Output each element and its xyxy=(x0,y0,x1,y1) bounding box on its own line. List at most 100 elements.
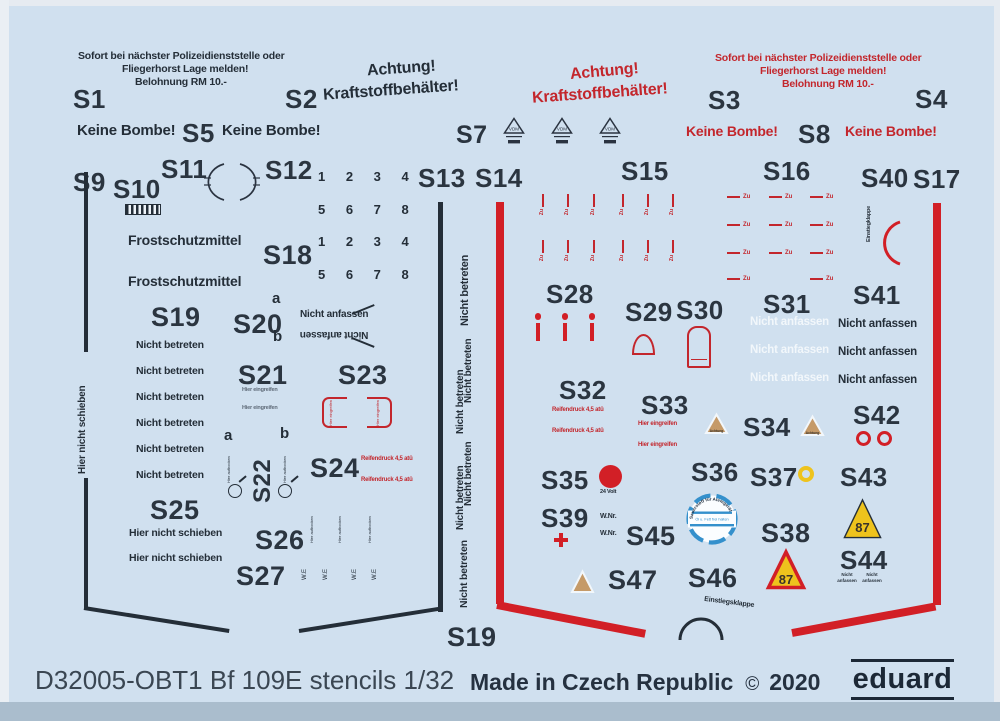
s26-hier-aufbocken-3: Hier aufbocken xyxy=(367,516,372,543)
s27-we-1: W.E xyxy=(302,568,308,580)
s39-red-cross xyxy=(554,533,568,547)
label-s15: S15 xyxy=(621,156,669,186)
s10-stripe-plate xyxy=(125,204,161,215)
zu-label: Zu xyxy=(826,250,834,256)
vdm-logo-icon-1-text: VDM xyxy=(509,127,519,132)
s24-reifendruck-2: Reifendruck 4,5 atü xyxy=(361,477,413,483)
vdm-logo-icon-3: VDM xyxy=(599,117,621,145)
label-s47: S47 xyxy=(608,565,658,595)
label-s35: S35 xyxy=(541,465,589,495)
eduard-logo: eduard xyxy=(851,659,954,701)
product-code: D32005-OBT1 Bf 109E stencils 1/32 xyxy=(35,665,455,695)
s41-nicht-anfassen-2: Nicht anfassen xyxy=(838,346,918,358)
s2-kraftstoff: Kraftstoffbehälter! xyxy=(322,77,460,104)
label-s32: S32 xyxy=(559,375,607,405)
label-s21: S21 xyxy=(238,360,288,390)
zu-label: Zu xyxy=(619,255,625,262)
nicht-betreten-2: Nicht betreten xyxy=(136,365,204,377)
label-s17: S17 xyxy=(913,164,961,194)
s40-hatch-arc xyxy=(871,219,903,267)
s15-zu-3: Zu xyxy=(590,194,597,215)
vdm-logo-icon-2-text: VDM xyxy=(557,127,567,132)
s15-zu-2: Zu xyxy=(564,194,571,215)
label-s41: S41 xyxy=(853,280,901,310)
s15-zu-8: Zu xyxy=(564,240,571,261)
zu-label: Zu xyxy=(743,250,751,256)
label-s26: S26 xyxy=(255,525,305,555)
label-s16: S16 xyxy=(763,156,811,186)
s31-nicht-anfassen-1: Nicht anfassen xyxy=(750,316,830,328)
label-s38: S38 xyxy=(761,518,811,548)
s16-zu-9: Zu xyxy=(810,250,833,257)
label-s4: S4 xyxy=(915,84,948,114)
s17-line xyxy=(933,203,941,605)
s35-red-disc xyxy=(599,465,622,488)
label-s8: S8 xyxy=(798,119,831,149)
zu-label: Zu xyxy=(743,194,751,200)
s16-zu-5: Zu xyxy=(769,222,792,229)
s36-oxygen-emblem-text2: Öl u. Fett frei halten xyxy=(695,518,728,522)
s23-text-2: Hier eingreifen xyxy=(375,399,380,426)
s8-keine-bombe-2: Keine Bombe! xyxy=(845,123,937,139)
s22-text-b: Hier aufbocken xyxy=(282,456,287,483)
zu-label: Zu xyxy=(669,209,675,216)
zu-label: Zu xyxy=(619,209,625,216)
s22-a: a xyxy=(224,427,233,444)
label-s22: S22 xyxy=(249,458,276,503)
label-s29: S29 xyxy=(625,297,673,327)
s5-keine-bombe-1: Keine Bombe! xyxy=(77,122,176,139)
label-s42: S42 xyxy=(853,400,901,430)
s43-octane-triangle-text: 87 xyxy=(855,520,869,535)
label-s34: S34 xyxy=(743,412,791,442)
s26-hier-aufbocken-2: Hier aufbocken xyxy=(337,516,342,543)
s4-text-3: Belohnung RM 10.- xyxy=(782,78,874,90)
zu-label: Zu xyxy=(743,276,751,282)
s20-nicht-anfassen-1: Nicht anfassen xyxy=(300,309,369,320)
nicht-betreten-6: Nicht betreten xyxy=(136,469,204,481)
s22-tick-a xyxy=(238,475,247,483)
s4-text-1: Sofort bei nächster Polizeidienststelle … xyxy=(715,52,922,64)
label-s19: S19 xyxy=(151,302,201,332)
s22-text-a: Hier aufbocken xyxy=(226,456,231,483)
nicht-betreten-4: Nicht betreten xyxy=(136,417,204,429)
zu-label: Zu xyxy=(590,255,596,262)
s14-line xyxy=(496,202,504,604)
s4-text-2: Fliegerhorst Lage melden! xyxy=(760,65,887,77)
s43-octane-triangle: 87 xyxy=(842,498,883,540)
einstiegsklappe-text: Einstiegsklappe xyxy=(703,595,755,610)
label-s13: S13 xyxy=(418,163,466,193)
label-s1: S1 xyxy=(73,84,106,114)
label-s18: S18 xyxy=(263,240,313,270)
zu-label: Zu xyxy=(826,276,834,282)
s16-zu-2: Zu xyxy=(769,194,792,201)
label-s12: S12 xyxy=(265,155,313,185)
s46-octane-triangle: 87 xyxy=(764,548,808,592)
s16-zu-11: Zu xyxy=(810,276,833,283)
label-s25: S25 xyxy=(150,495,200,525)
zu-label: Zu xyxy=(539,209,545,216)
label-s14: S14 xyxy=(475,163,523,193)
einstiegsklappe-arc xyxy=(677,609,725,642)
s16-zu-1: Zu xyxy=(727,194,750,201)
s9-hier-nicht-schieben: Hier nicht schieben xyxy=(77,385,88,474)
red-outline-diag-left xyxy=(496,601,646,638)
frostschutzmittel-1: Frostschutzmittel xyxy=(128,232,242,248)
sheet-edge-top xyxy=(0,0,1000,6)
s46-octane-triangle-text: 87 xyxy=(779,572,793,587)
s33-hier-eingreifen-1: Hier eingreifen xyxy=(638,421,678,427)
s34-warning-triangle-2-text: Achtung xyxy=(806,431,820,435)
s26-hier-aufbocken-1: Hier aufbocken xyxy=(309,516,314,543)
label-s36: S36 xyxy=(691,457,739,487)
s28-marker-2 xyxy=(561,313,569,341)
s16-zu-7: Zu xyxy=(727,250,750,257)
s15-zu-5: Zu xyxy=(644,194,651,216)
s22-tick-b xyxy=(290,475,299,483)
s45-wnr-1: W.Nr. xyxy=(600,513,617,520)
s31-nicht-anfassen-2: Nicht anfassen xyxy=(750,344,830,356)
s2-achtung: Achtung! xyxy=(366,57,437,80)
sheet-edge-right xyxy=(994,0,1000,721)
s32-reifendruck-1: Reifendruck 4,5 atü xyxy=(552,407,604,413)
s33-hier-eingreifen-2: Hier eingreifen xyxy=(638,442,678,448)
zu-label: Zu xyxy=(644,209,650,216)
